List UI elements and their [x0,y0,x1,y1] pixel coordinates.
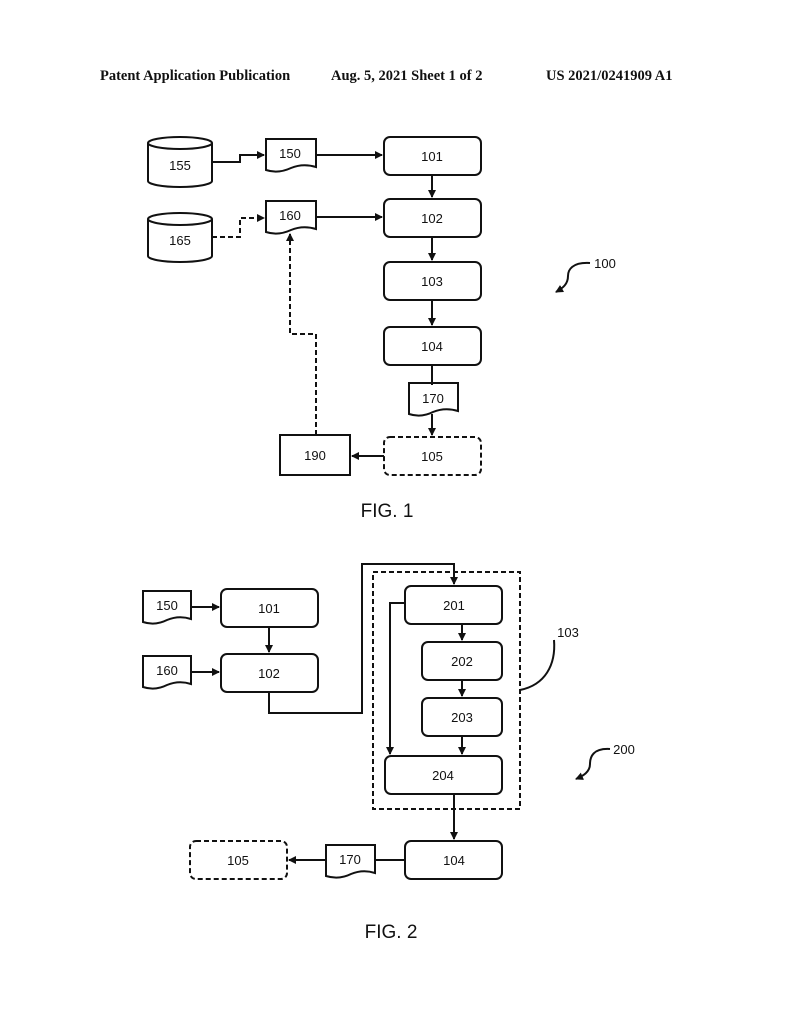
box-190-label: 190 [304,448,326,463]
fig2-step-102-label: 102 [258,666,280,681]
step-103-label: 103 [421,274,443,289]
fig2-step-104-label: 104 [443,853,465,868]
ref-200-label: 200 [613,742,635,757]
fig2-step-101-label: 101 [258,601,280,616]
fig1-caption: FIG. 1 [361,501,414,522]
connector-201-204-bypass [390,603,405,754]
connector-155-150 [212,155,264,162]
ref-103-label: 103 [557,625,579,640]
step-204-label: 204 [432,768,454,783]
db-165-label: 165 [169,233,191,248]
fig2-doc-170-label: 170 [339,852,361,867]
step-102-label: 102 [421,211,443,226]
fig2-step-105-label: 105 [227,853,249,868]
feedback-190-160 [290,234,316,435]
fig2-doc-160-label: 160 [156,663,178,678]
doc-170-label: 170 [422,391,444,406]
ref-103-leader [520,640,554,690]
step-105-label: 105 [421,449,443,464]
step-104-label: 104 [421,339,443,354]
step-203-label: 203 [451,710,473,725]
step-101-label: 101 [421,149,443,164]
step-202-label: 202 [451,654,473,669]
ref-200-leader [576,749,610,779]
doc-160-label: 160 [279,208,301,223]
ref-100-label: 100 [594,256,616,271]
db-155-label: 155 [169,158,191,173]
ref-100-leader [556,263,590,292]
doc-150-label: 150 [279,146,301,161]
fig2-doc-150-label: 150 [156,598,178,613]
fig2-caption: FIG. 2 [365,922,418,943]
connector-165-160 [212,218,264,237]
step-201-label: 201 [443,598,465,613]
